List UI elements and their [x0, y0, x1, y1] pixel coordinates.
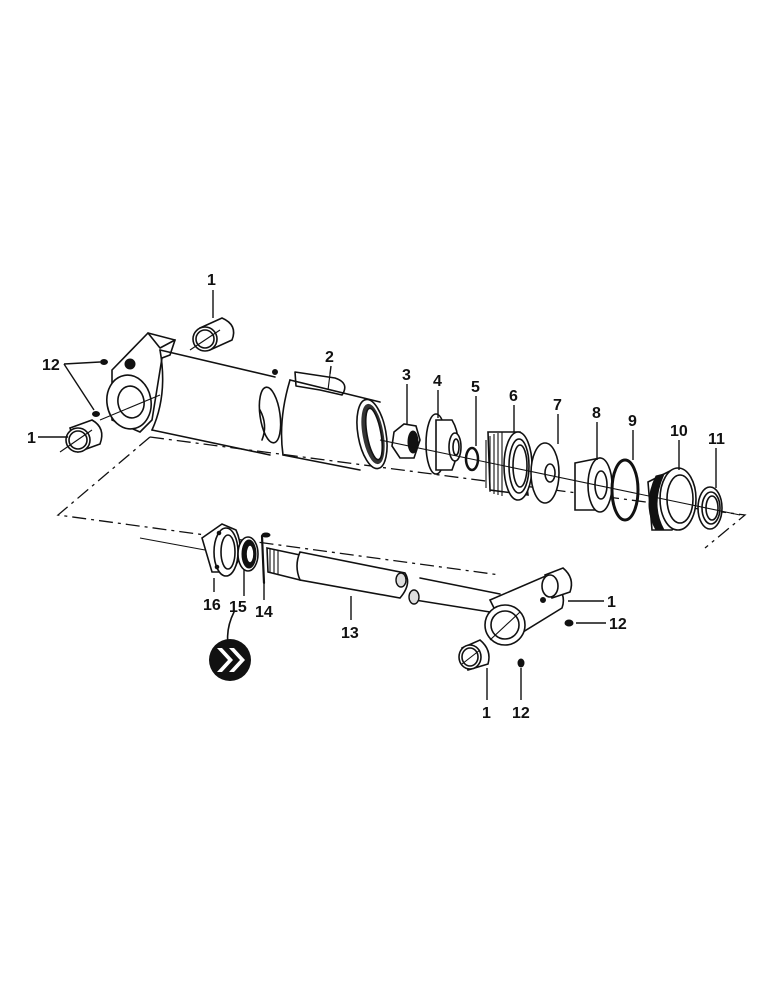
part-9-oring [610, 458, 640, 522]
part-3-nut [391, 423, 421, 459]
callout-12-rod-bottom: 12 [512, 705, 530, 722]
barrel-body-left [151, 349, 282, 456]
bushing-rod-top [541, 567, 573, 600]
callout-1-top: 1 [207, 272, 216, 289]
piston-components [379, 413, 741, 531]
bushing-top [189, 317, 235, 352]
part-4-retainer [425, 413, 462, 475]
chevron-right-icon [217, 648, 233, 672]
leader-lines [38, 290, 717, 700]
callout-1-rod-top: 1 [607, 594, 616, 611]
barrel-pin-mark [272, 369, 278, 375]
part-16-gland-head [201, 523, 241, 577]
part-7-washer [530, 442, 560, 504]
cylinder-barrel-assembly [99, 332, 388, 471]
callout-15: 15 [229, 599, 247, 616]
callout-8: 8 [592, 405, 601, 422]
callout-labels: 1 12 1 2 3 4 5 6 7 8 9 10 11 16 15 14 13… [27, 272, 725, 722]
callout-10: 10 [670, 423, 688, 440]
callout-1-left: 1 [27, 430, 36, 447]
callout-2: 2 [325, 349, 334, 366]
callout-14: 14 [255, 604, 273, 621]
callout-12-rod-side: 12 [609, 616, 627, 633]
part-11-wiper [697, 486, 723, 530]
grease-fitting-rod-bottom [517, 658, 525, 668]
part-13-piston-rod [266, 547, 501, 613]
double-chevron-badge [209, 611, 251, 681]
chevron-right-icon [229, 648, 245, 672]
part-15-seal [237, 536, 259, 572]
grease-fitting-rod-side [564, 619, 574, 627]
part-10-gland [647, 467, 697, 531]
part-14-snap-ring [260, 532, 271, 585]
callout-13: 13 [341, 625, 359, 642]
callout-9: 9 [628, 413, 637, 430]
part-5-oring [464, 446, 480, 472]
rod-assembly [139, 523, 574, 672]
barrel-body-right [280, 371, 388, 471]
assembly-centerline-outline [56, 436, 747, 576]
callout-12-left: 12 [42, 357, 60, 374]
bushing-left [59, 419, 103, 454]
callout-4: 4 [433, 373, 442, 390]
part-6-piston [485, 431, 533, 501]
grease-port [124, 358, 136, 370]
callout-3: 3 [402, 367, 411, 384]
callout-6: 6 [509, 388, 518, 405]
callout-7: 7 [553, 397, 562, 414]
callout-5: 5 [471, 379, 480, 396]
callout-1-rod-bottom: 1 [482, 705, 491, 722]
bushing-rod-bottom [458, 639, 490, 672]
callout-11: 11 [708, 431, 725, 448]
callout-16: 16 [203, 597, 221, 614]
clevis-end [99, 332, 177, 433]
grease-fittings-left [92, 359, 108, 417]
